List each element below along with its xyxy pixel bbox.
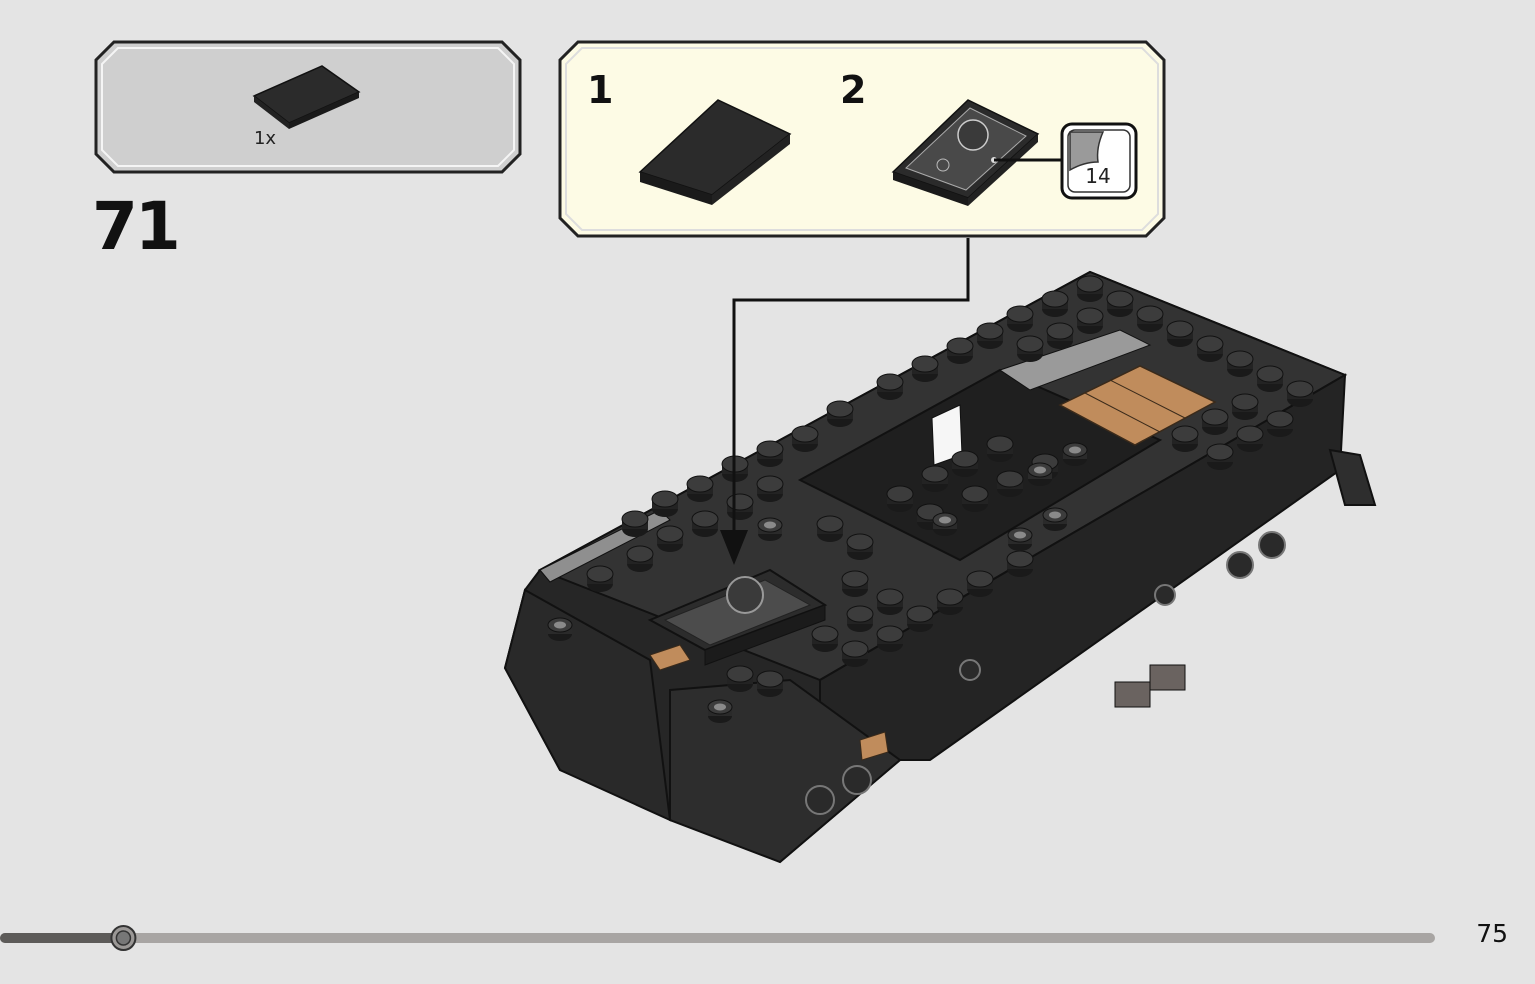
sticker-reference-icon <box>1060 122 1138 200</box>
sub-step-1-tile-icon <box>638 99 792 205</box>
sub-step-2-stickered-tile-icon <box>891 99 1040 206</box>
part-quantity: 1x <box>253 128 277 149</box>
page-number: 75 <box>1476 919 1508 948</box>
progress-bar <box>0 925 1435 951</box>
part-tile-icon <box>252 65 361 129</box>
sticker-number: 14 <box>1085 164 1111 188</box>
parts-list-panel <box>94 40 522 174</box>
sub-step-2-number: 2 <box>840 68 867 112</box>
progress-track <box>0 933 1435 943</box>
progress-fill <box>0 933 124 943</box>
sub-step-1-number: 1 <box>587 68 614 112</box>
step-number: 71 <box>92 188 181 265</box>
progress-knob-icon <box>110 925 137 951</box>
sub-steps-panel <box>558 40 1166 238</box>
